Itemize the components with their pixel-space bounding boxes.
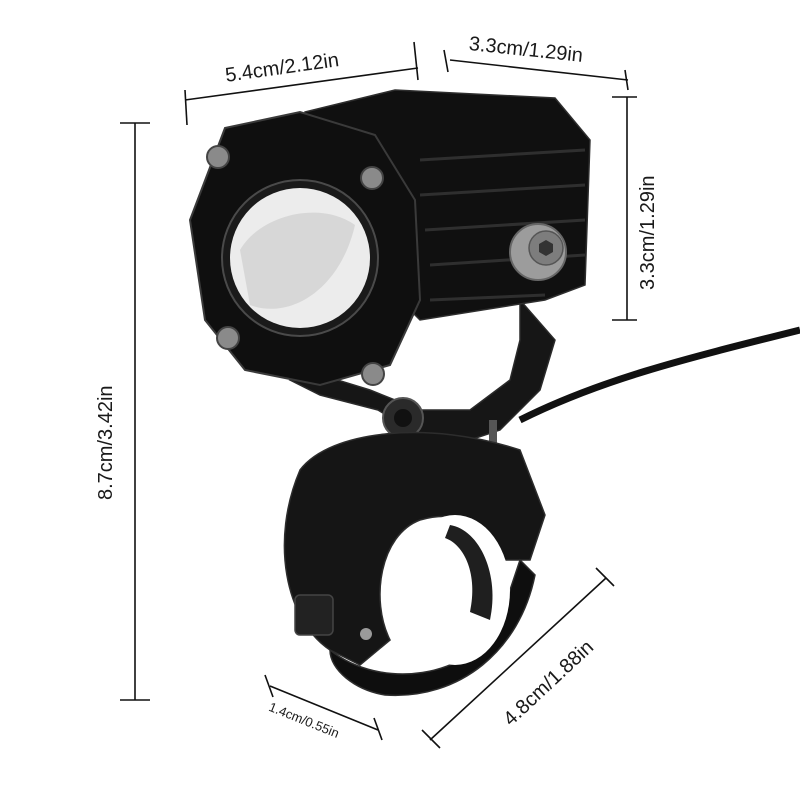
power-cable (518, 326, 800, 424)
clamp-inner-surface (445, 525, 493, 620)
lens-shading (240, 212, 355, 309)
hex-socket-icon (539, 240, 553, 256)
clamp-screw-icon (360, 628, 372, 640)
front-screws (206, 145, 385, 386)
front-screw-top-left-icon (206, 145, 230, 169)
heat-sink-fins (419, 148, 586, 302)
dimension-lines (120, 41, 637, 749)
front-screw-top-right-icon (360, 166, 384, 190)
front-screw-bottom-right-icon (361, 362, 385, 386)
clamp-lower-half (329, 558, 536, 697)
mounting-bracket (288, 298, 556, 446)
front-screw-bottom-left-icon (216, 326, 240, 350)
clamp-hinge (294, 594, 334, 636)
bracket-bolt-socket-icon (394, 409, 412, 427)
dimension-height-total: 8.7cm/3.42in (95, 385, 117, 500)
dimension-height-head: 3.3cm/1.29in (637, 175, 659, 290)
